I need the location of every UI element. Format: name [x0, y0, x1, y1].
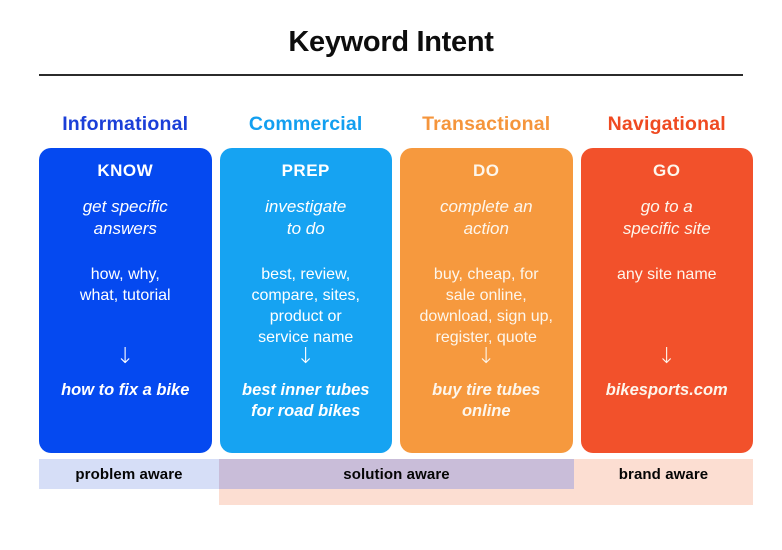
problem-aware-label: problem aware	[75, 465, 183, 483]
card-keywords: best, review, compare, sites, product or…	[251, 266, 360, 346]
down-arrow-icon: ↓	[477, 344, 496, 369]
down-arrow-icon: ↓	[657, 344, 676, 369]
card-example: best inner tubes for road bikes	[242, 381, 370, 420]
card-subtitle: investigate to do	[265, 197, 347, 238]
header-transactional: Transactional	[422, 113, 551, 135]
header-navigational: Navigational	[607, 113, 726, 135]
card-example: bikesports.com	[605, 381, 728, 399]
brand-aware-label: brand aware	[618, 465, 709, 483]
brand-aware-band: brand aware	[574, 459, 753, 489]
card-keywords: any site name	[616, 266, 717, 283]
card-example: buy tire tubes online	[432, 381, 541, 420]
card-word: PREP	[281, 161, 330, 180]
keyword-intent-infographic: Keyword Intent Informational Commercial …	[0, 24, 782, 550]
title-divider	[39, 74, 743, 76]
card-navigational: GO go to a specific site any site name ↓…	[580, 148, 753, 453]
awareness-bands: problem aware solution aware brand aware	[39, 459, 753, 505]
card-example: how to fix a bike	[61, 381, 190, 399]
card-subtitle: go to a specific site	[622, 197, 711, 238]
solution-aware-label: solution aware	[343, 465, 450, 483]
down-arrow-icon: ↓	[116, 344, 135, 369]
card-keywords: buy, cheap, for sale online, download, s…	[419, 266, 553, 346]
card-subtitle: complete an action	[439, 197, 533, 238]
solution-aware-band: solution aware	[219, 459, 574, 489]
down-arrow-icon: ↓	[296, 344, 315, 369]
header-commercial: Commercial	[248, 113, 363, 135]
card-transactional: DO complete an action buy, cheap, for sa…	[400, 148, 573, 453]
card-word: GO	[653, 161, 681, 180]
card-word: DO	[473, 161, 500, 180]
card-subtitle: get specific answers	[82, 197, 168, 238]
problem-aware-band: problem aware	[39, 459, 219, 489]
intent-cards: KNOW get specific answers how, why, what…	[39, 148, 753, 453]
card-word: KNOW	[97, 161, 154, 180]
header-informational: Informational	[62, 113, 189, 135]
card-keywords: how, why, what, tutorial	[79, 266, 171, 304]
column-headers: Informational Commercial Transactional N…	[39, 112, 753, 136]
page-title: Keyword Intent	[288, 26, 494, 58]
card-informational: KNOW get specific answers how, why, what…	[39, 148, 212, 453]
card-commercial: PREP investigate to do best, review, com…	[219, 148, 392, 453]
